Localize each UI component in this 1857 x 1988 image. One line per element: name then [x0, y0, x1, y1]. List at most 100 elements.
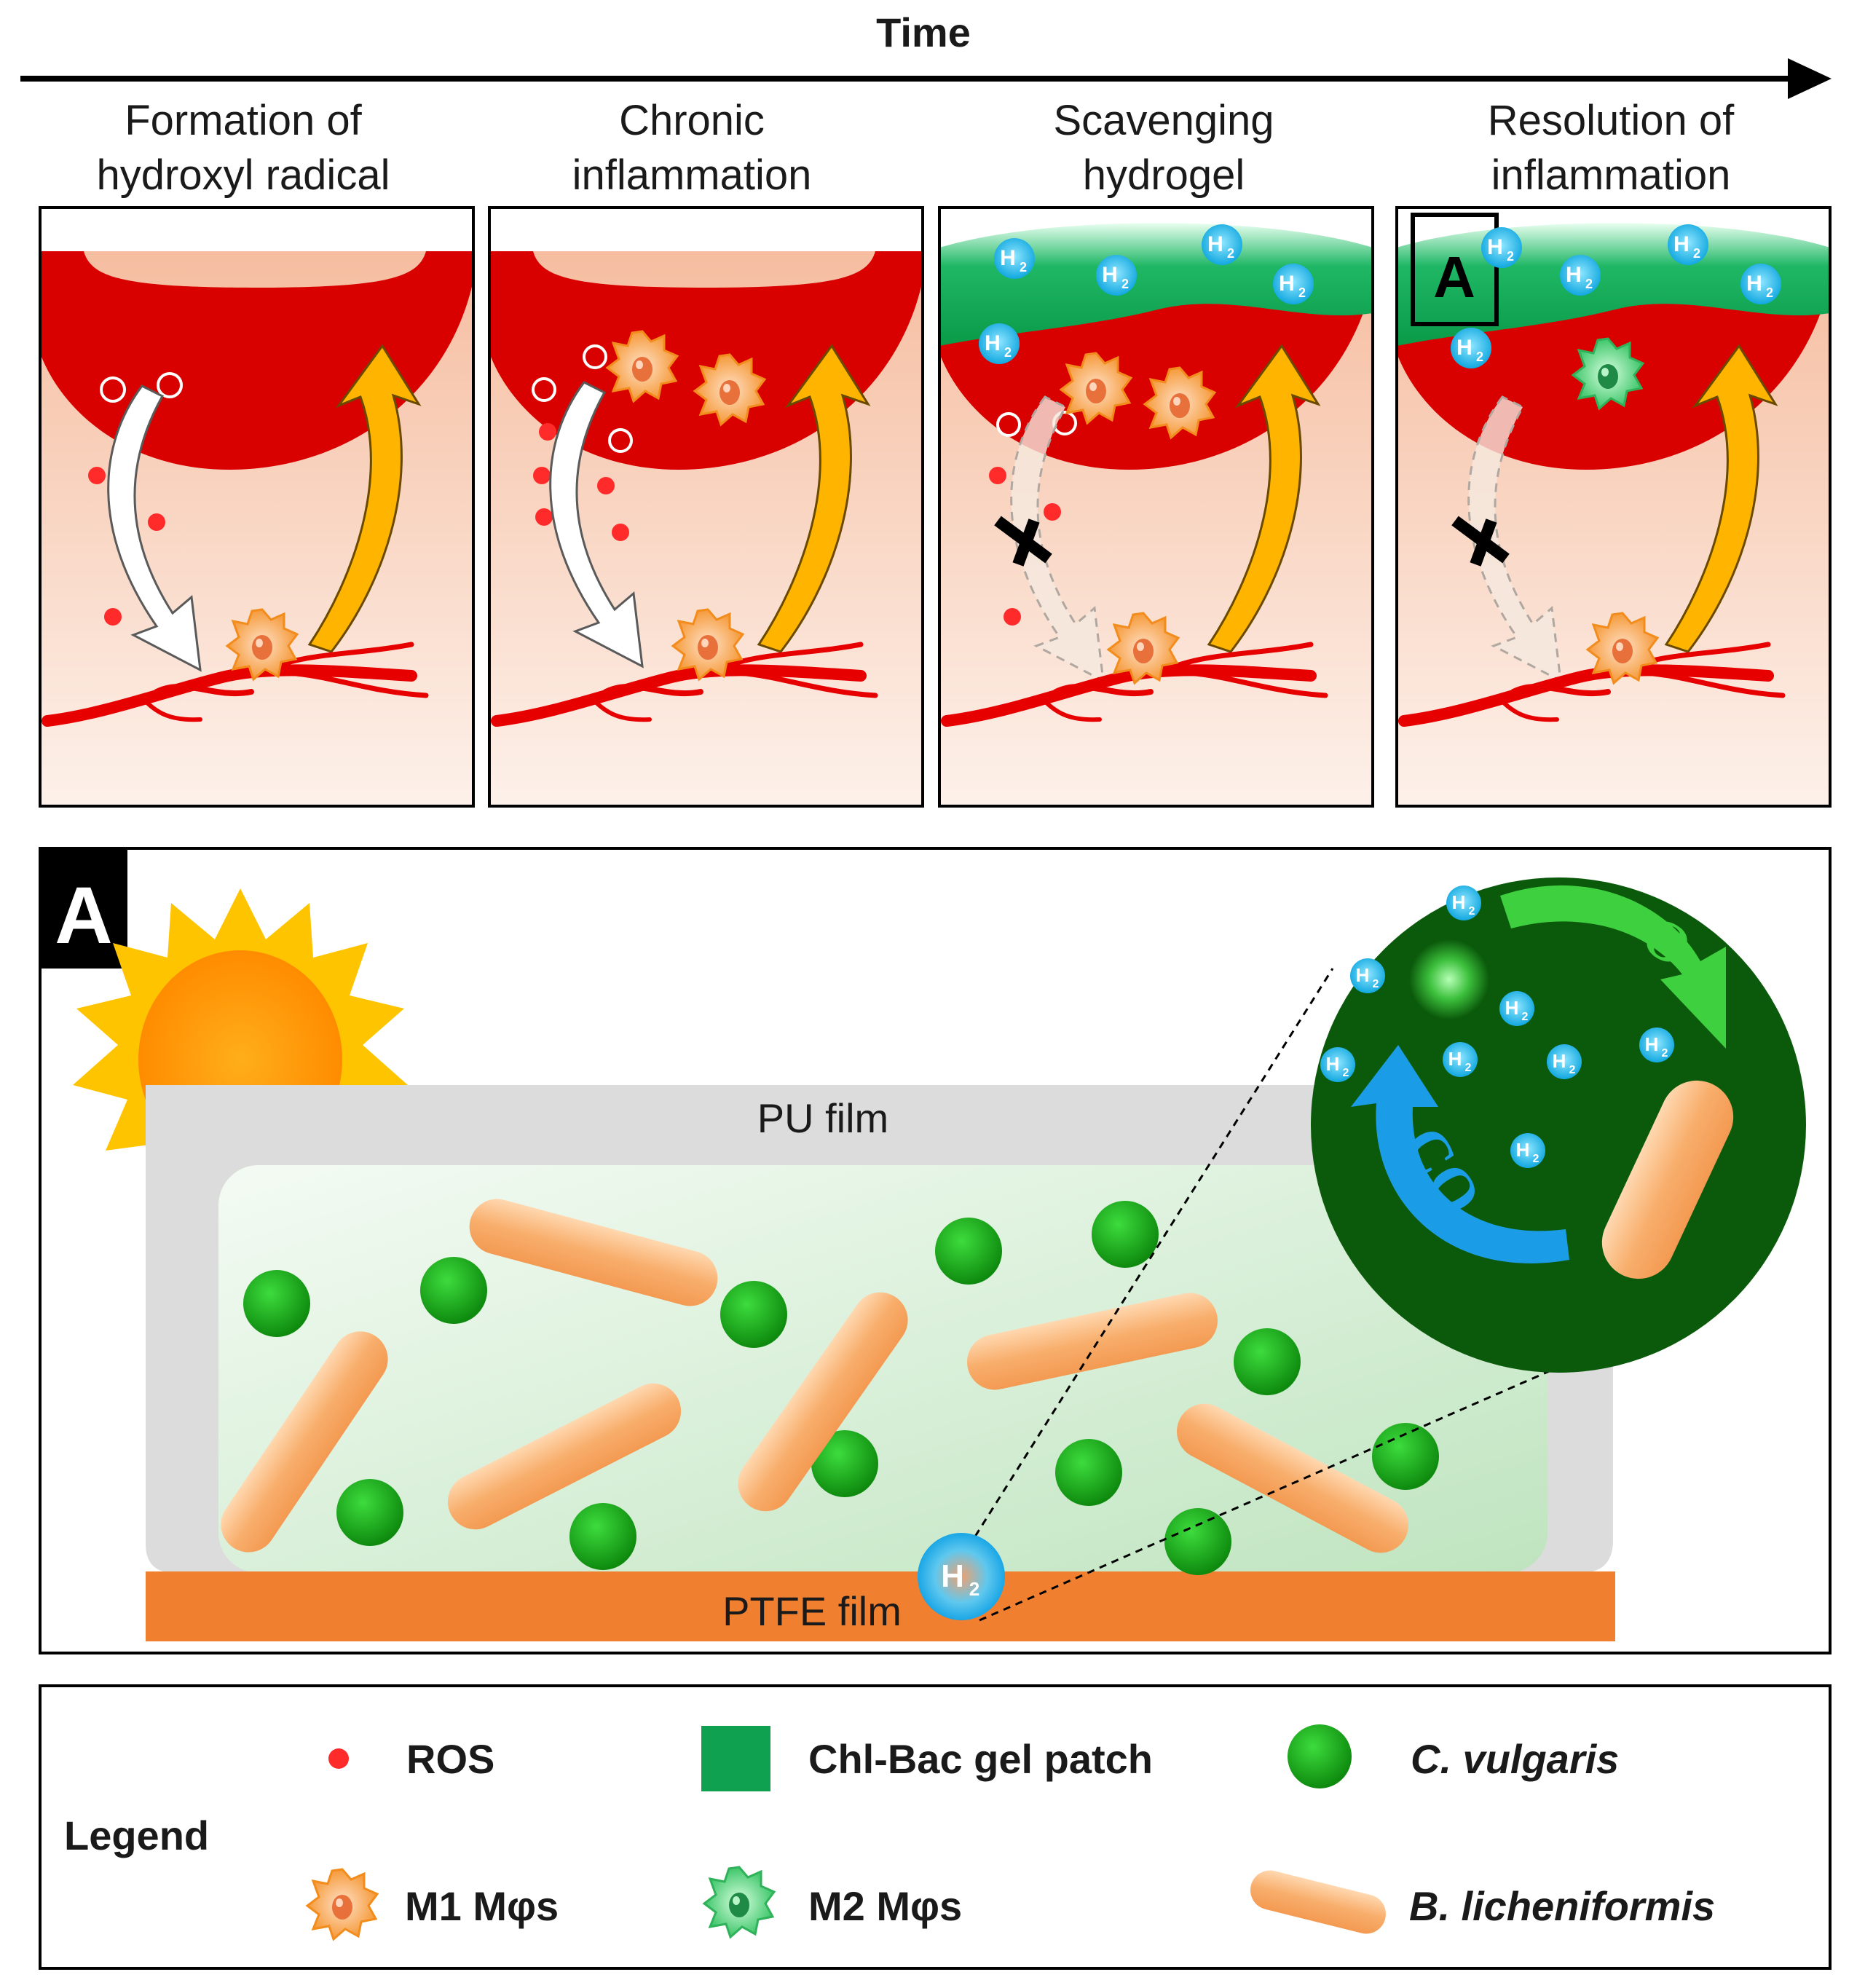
svg-text:H: H: [1746, 272, 1762, 296]
legend-gel-label: Chl-Bac gel patch: [808, 1736, 1153, 1782]
svg-text:H: H: [941, 1558, 964, 1594]
svg-text:H: H: [1000, 246, 1016, 270]
svg-text:2: 2: [1343, 1067, 1349, 1079]
panel-4-heading-line1: Resolution of: [1488, 97, 1735, 144]
svg-text:2: 2: [1465, 1062, 1472, 1074]
svg-text:2: 2: [1585, 277, 1593, 291]
svg-text:H: H: [1448, 1048, 1462, 1070]
svg-text:H: H: [1279, 272, 1295, 296]
zoom-line-lower: [979, 1328, 1647, 1622]
chlorella-cell: [1055, 1439, 1122, 1506]
panel-3-frame: [938, 206, 1374, 808]
bacillus-rod: [469, 1199, 718, 1306]
panel-3-heading-line1: Scavenging: [1053, 97, 1274, 144]
chlorella-cell: [1092, 1201, 1159, 1268]
legend: Legend ROS Chl-Bac gel patch C. vulgaris…: [39, 1684, 1832, 1970]
ptfe-film-label: PTFE film: [722, 1588, 902, 1634]
panel-3: [938, 206, 1374, 808]
panel-4-frame: [1395, 206, 1832, 808]
chlorella-cell: [1372, 1423, 1439, 1490]
panel-1-heading-line2: hydroxyl radical: [97, 151, 390, 199]
time-label: Time: [876, 9, 971, 55]
legend-cv-swatch: [1288, 1724, 1352, 1788]
svg-text:H: H: [1516, 1139, 1530, 1161]
svg-text:H: H: [1553, 1050, 1566, 1072]
svg-text:H: H: [1505, 997, 1519, 1019]
svg-text:H: H: [1207, 232, 1223, 256]
svg-text:2: 2: [1469, 905, 1475, 918]
svg-text:H: H: [1356, 964, 1370, 986]
svg-text:H: H: [1487, 235, 1503, 259]
panel-2-heading-line1: Chronic: [619, 97, 765, 144]
panel-2-heading-line2: inflammation: [572, 151, 812, 199]
detail-label: A: [55, 871, 112, 961]
chlorella-cell: [1234, 1328, 1301, 1395]
panel-1-frame: [39, 206, 475, 808]
legend-cv-label: C. vulgaris: [1411, 1736, 1619, 1782]
chlorella-cell: [811, 1430, 878, 1497]
bacillus-rod: [966, 1293, 1218, 1390]
svg-text:2: 2: [1522, 1011, 1529, 1023]
panel-4: A: [1395, 206, 1832, 808]
legend-m2-label: M2 Mφs: [808, 1883, 962, 1929]
zoom-line-upper: [960, 968, 1334, 1559]
chlorella-cell: [243, 1270, 310, 1337]
svg-text:H: H: [1102, 263, 1118, 287]
svg-text:2: 2: [969, 1578, 979, 1600]
chlorella-cell: [935, 1218, 1002, 1285]
bacillus-cells: [221, 1199, 1408, 1553]
detail-label-box: [40, 848, 127, 969]
panel-1-heading-line1: Formation of: [125, 97, 362, 144]
svg-text:2: 2: [1476, 350, 1483, 364]
bacillus-rod: [447, 1383, 682, 1530]
legend-bl-swatch: [1250, 1870, 1386, 1934]
chlorella-glow: [1409, 939, 1489, 1019]
svg-text:2: 2: [1662, 1047, 1668, 1060]
svg-text:2: 2: [1227, 246, 1234, 261]
svg-text:2: 2: [1121, 277, 1129, 291]
chlorella-cell: [336, 1479, 403, 1546]
svg-text:2: 2: [1693, 246, 1700, 261]
detail-panel: A PU film PTFE film: [39, 847, 1832, 1654]
svg-text:2: 2: [1373, 978, 1379, 990]
chlorella-cell: [720, 1281, 787, 1348]
chlorella-cell: [569, 1503, 636, 1570]
svg-text:2: 2: [1507, 249, 1514, 264]
svg-text:H: H: [1566, 263, 1582, 287]
svg-text:H: H: [1456, 336, 1472, 360]
svg-text:2: 2: [1020, 260, 1027, 275]
legend-bl-label: B. licheniformis: [1409, 1883, 1715, 1929]
svg-text:2: 2: [1004, 345, 1012, 360]
chlorella-cell: [1164, 1508, 1231, 1575]
pu-film-label: PU film: [757, 1095, 888, 1141]
svg-text:2: 2: [1766, 285, 1773, 300]
bacillus-rod-zoom: [1601, 1080, 1734, 1279]
svg-text:2: 2: [1298, 285, 1306, 300]
svg-text:H: H: [1452, 891, 1466, 913]
legend-title: Legend: [64, 1813, 209, 1858]
svg-text:H: H: [1326, 1053, 1340, 1075]
inset-marker-box: [1411, 213, 1499, 326]
panel-1: [39, 206, 475, 808]
chlorella-cells: [243, 1201, 1439, 1575]
legend-m1-label: M1 Mφs: [405, 1883, 559, 1929]
svg-text:H: H: [985, 331, 1001, 355]
inset-marker-label: A: [1433, 245, 1475, 309]
